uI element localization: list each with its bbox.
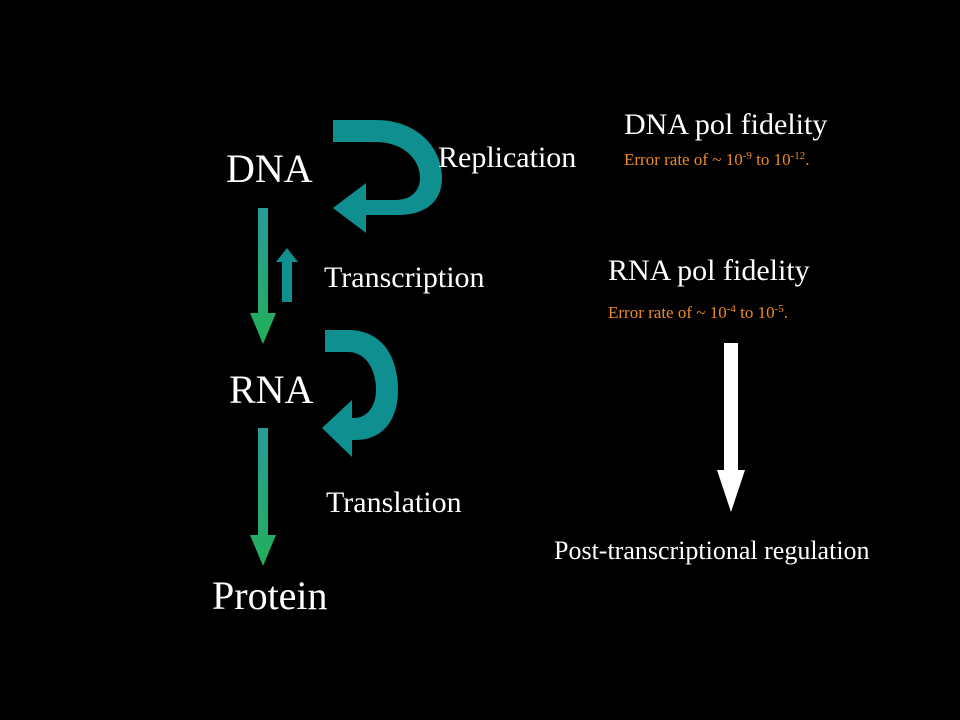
rna-processing-curve-arrow [322,330,398,457]
dna-pol-error-rate: Error rate of ~ 10-9 to 10-12. [624,150,810,169]
replication-curve-arrow [333,120,442,233]
post-transcriptional-regulation-label: Post-transcriptional regulation [554,536,870,565]
transcription-label: Transcription [324,261,485,294]
replication-label: Replication [438,141,577,174]
dna-label: DNA [226,146,313,191]
protein-label: Protein [212,573,328,618]
regulation-arrow [717,343,745,512]
reverse-transcription-arrow [276,248,298,302]
rna-pol-error-rate: Error rate of ~ 10-4 to 10-5. [608,303,789,322]
dna-to-rna-arrow [250,208,276,344]
dna-pol-fidelity-title: DNA pol fidelity [624,108,828,141]
rna-to-protein-arrow [250,428,276,566]
translation-label: Translation [326,486,462,519]
rna-label: RNA [229,367,314,412]
rna-pol-fidelity-title: RNA pol fidelity [608,254,810,287]
